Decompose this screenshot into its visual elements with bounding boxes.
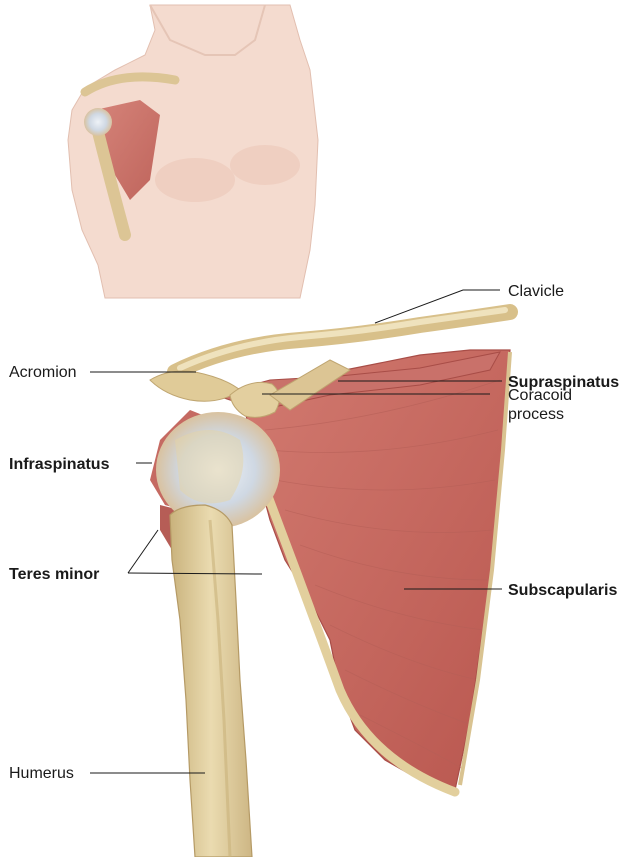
label-teres-minor: Teres minor [9,565,99,584]
teres-minor-leader-b [128,573,262,574]
label-coracoid-line1: Coracoid [508,386,572,405]
label-humerus: Humerus [9,764,74,783]
label-acromion: Acromion [9,363,77,382]
torso-inset [68,5,318,298]
main-shoulder [150,310,510,857]
inset-humeral-head [84,108,112,136]
acromion-bone [150,371,240,401]
inset-chest-shadow-2 [230,145,300,185]
inset-chest-shadow [155,158,235,202]
label-coracoid-line2: process [508,405,564,424]
label-infraspinatus: Infraspinatus [9,455,109,474]
label-subscapularis: Subscapularis [508,581,617,600]
humerus-bone [170,505,252,857]
teres-minor-leader-a [128,530,158,573]
label-clavicle: Clavicle [508,282,564,301]
humeral-head-bone [175,430,243,503]
